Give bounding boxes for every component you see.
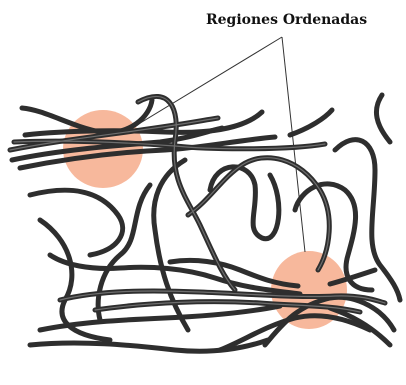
- chain: [210, 167, 279, 239]
- chain: [335, 140, 400, 300]
- chain: [290, 110, 332, 135]
- chain: [376, 95, 390, 142]
- chain: [40, 306, 280, 330]
- polymer-chains: [10, 95, 400, 351]
- ordered-regions-label: Regiones Ordenadas: [206, 12, 406, 28]
